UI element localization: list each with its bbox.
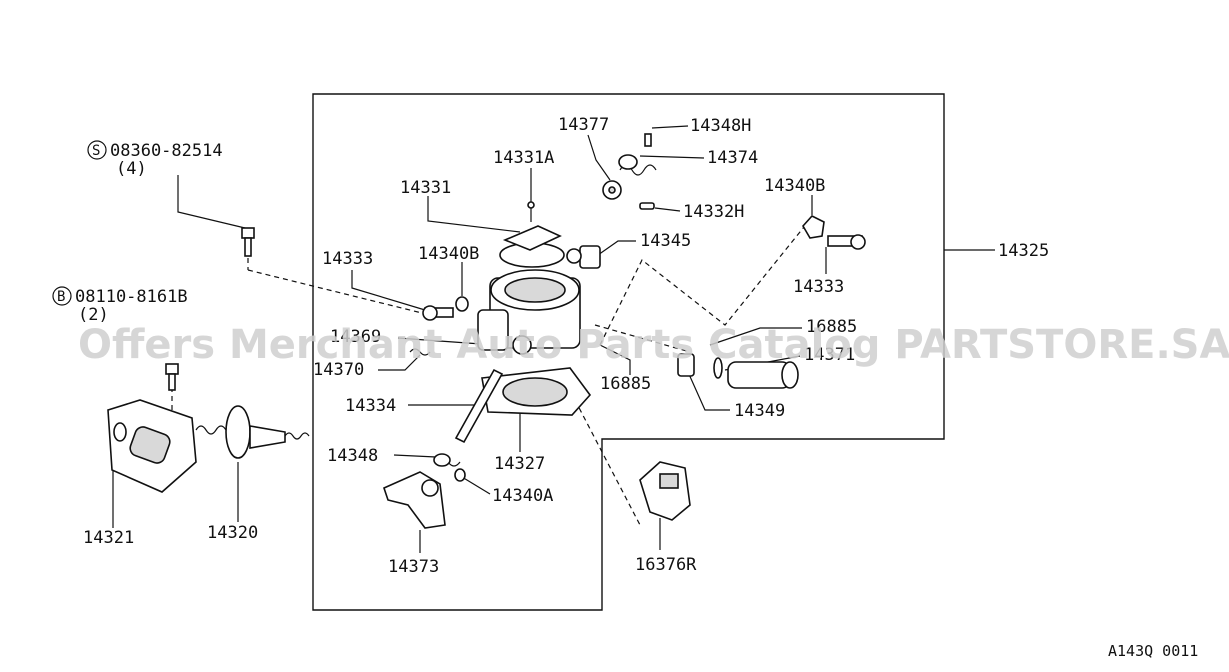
leader-lines: [112, 125, 995, 553]
label-14320: 14320: [207, 523, 258, 543]
label-14349: 14349: [734, 401, 785, 421]
label-14334: 14334: [345, 396, 396, 416]
symbol-b: B: [57, 289, 65, 305]
label-14374: 14374: [707, 148, 758, 168]
pin-14348h: [644, 133, 652, 147]
spring-14348: [433, 453, 461, 467]
part-08110-8161b: 08110-8161B: [75, 287, 188, 307]
bracket-16376r: [639, 461, 691, 521]
bolt-14333-right: [827, 234, 866, 250]
bracket-14373: [383, 471, 446, 529]
assembly-boundary-box: [312, 93, 945, 611]
label-14332h: 14332H: [683, 202, 744, 222]
washer-14340b-left: [455, 296, 469, 312]
throttle-body-gasket-14327: [481, 367, 592, 416]
bolt-14333-left: [422, 305, 454, 321]
callout-s-bolt: S 08360-82514 (4): [87, 140, 223, 179]
bolt-08110: [165, 363, 179, 391]
label-14348: 14348: [327, 446, 378, 466]
part-08360-82514: 08360-82514: [110, 141, 223, 161]
actuator-14320: [195, 405, 310, 459]
figure-code: A143Q 0011: [1108, 642, 1198, 660]
label-14333-right: 14333: [793, 277, 844, 297]
label-14371: 14371: [804, 345, 855, 365]
label-14340a: 14340A: [492, 486, 553, 506]
label-14345: 14345: [640, 231, 691, 251]
label-14340b-top: 14340B: [764, 176, 825, 196]
label-16376r: 16376R: [635, 555, 697, 575]
spring-14370: [409, 348, 431, 356]
label-14348h: 14348H: [690, 116, 751, 136]
sensor-14345: [566, 245, 601, 269]
washer-14340a: [454, 468, 466, 482]
spring-14374: [618, 154, 657, 176]
pin-14332h: [639, 202, 655, 210]
watermark-text: Offers Merchant Auto Parts Catalog PARTS…: [78, 322, 1229, 368]
nut-14340b-right: [802, 215, 825, 239]
part-labels: 14377 14348H 14374 14332H 14331A 14331 1…: [83, 115, 1049, 577]
callout-b-bolt: B 08110-8161B (2): [52, 286, 188, 325]
label-14333-left: 14333: [322, 249, 373, 269]
label-14331a: 14331A: [493, 148, 554, 168]
label-14369: 14369: [330, 327, 381, 347]
shaft-14334: [454, 368, 504, 444]
label-14325: 14325: [998, 241, 1049, 261]
label-14373: 14373: [388, 557, 439, 577]
label-16885-right: 16885: [806, 317, 857, 337]
screw-14331a: [527, 201, 535, 222]
symbol-s: S: [92, 143, 100, 159]
label-14327: 14327: [494, 454, 545, 474]
qty-08360: (4): [116, 159, 147, 179]
cap-14371: [727, 361, 799, 389]
label-14340b-left: 14340B: [418, 244, 479, 264]
label-16885-mid: 16885: [600, 374, 651, 394]
qty-08110: (2): [78, 305, 109, 325]
label-14377: 14377: [558, 115, 609, 135]
bolt-08360: [241, 227, 255, 257]
dashpot-14349: [677, 353, 723, 379]
throttle-plate-14331: [502, 225, 562, 251]
label-14331: 14331: [400, 178, 451, 198]
dashed-linkage-lines: [171, 221, 809, 526]
label-14370: 14370: [313, 360, 364, 380]
label-14321: 14321: [83, 528, 134, 548]
throttle-body-housing: [477, 242, 581, 355]
bracket-14321: [107, 399, 197, 493]
lever-14377: [602, 180, 622, 200]
